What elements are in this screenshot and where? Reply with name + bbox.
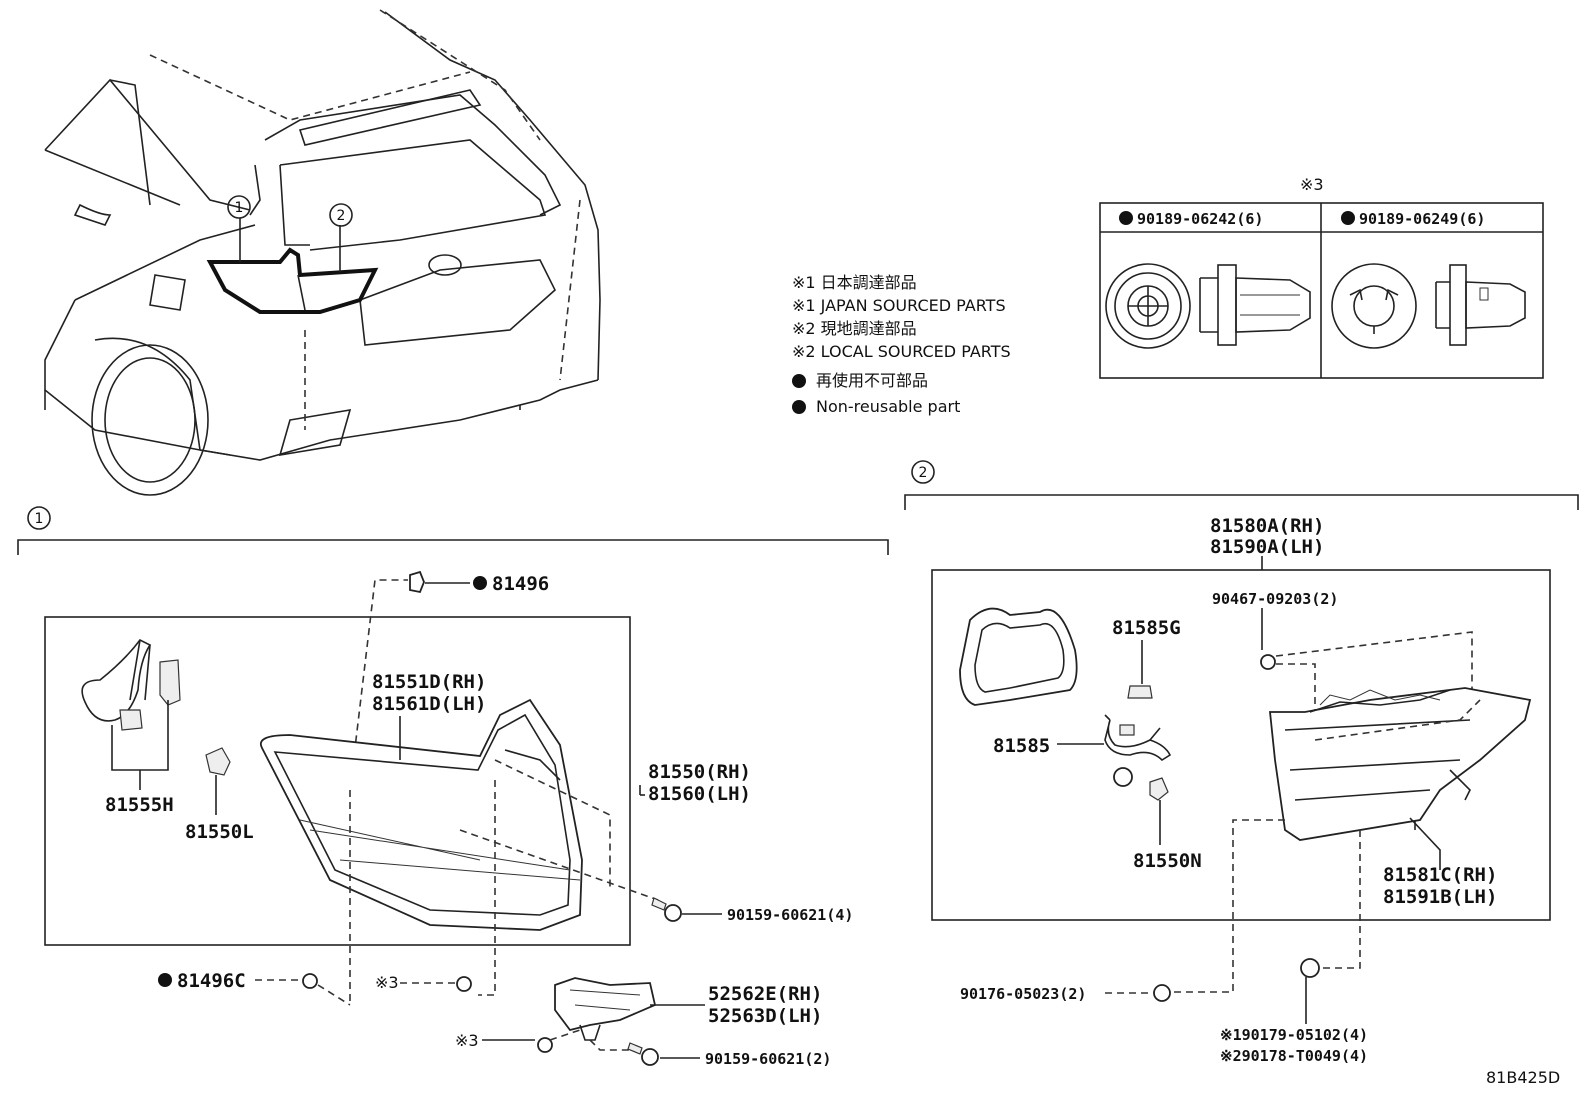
section-2-subassembly-box — [931, 569, 1551, 921]
non-reusable-dot-icon — [1341, 211, 1355, 225]
clip-left-front-view — [1105, 263, 1191, 349]
part-clip-note3-upper: ※3 — [375, 973, 472, 992]
non-reusable-dot-icon — [1119, 211, 1133, 225]
part-label-81591B[interactable]: 81591B(LH) — [1383, 886, 1497, 908]
part-81550-rear-combination-lamp — [260, 698, 583, 931]
part-label-81550-rh[interactable]: 81550(RH) — [648, 761, 751, 783]
part-label-81585[interactable]: 81585 — [993, 735, 1050, 757]
part-label-90159-60621-2[interactable]: 90159-60621(2) — [705, 1050, 831, 1068]
part-label-81555H[interactable]: 81555H — [105, 794, 174, 816]
legend-note-2-jp: ※2 現地調達部品 — [792, 319, 917, 338]
callout-2-section — [911, 460, 935, 484]
clip-right-front-view — [1331, 263, 1417, 349]
part-90176-clip: 90176-05023(2) — [960, 819, 1285, 1003]
part-label-52563D[interactable]: 52563D(LH) — [708, 1005, 822, 1027]
legend-non-reusable-en: Non-reusable part — [816, 397, 960, 416]
part-label-81550N[interactable]: 81550N — [1133, 850, 1202, 872]
non-reusable-dot-icon — [473, 576, 487, 590]
svg-text:2: 2 — [919, 465, 928, 481]
part-label-81560-lh[interactable]: 81560(LH) — [648, 783, 751, 805]
part-label-81580A[interactable]: 81580A(RH) — [1210, 515, 1324, 537]
legend: ※1 日本調達部品 ※1 JAPAN SOURCED PARTS ※2 現地調達… — [792, 273, 1011, 416]
part-label-90159-60621-4[interactable]: 90159-60621(4) — [727, 906, 853, 924]
part-label-81550L[interactable]: 81550L — [185, 821, 254, 843]
section-1: 1 81496 81555H 81550L — [17, 506, 889, 1068]
clip-right-part-number[interactable]: 90189-06249(6) — [1359, 210, 1485, 228]
part-clip-note3-lower: ※3 — [455, 1029, 581, 1053]
vehicle-rear-illustration — [44, 9, 601, 496]
section-1-subassembly-box — [44, 616, 631, 946]
part-label-81496C[interactable]: 81496C — [177, 970, 246, 992]
figure-id: 81B425D — [1486, 1068, 1560, 1087]
part-gasket — [959, 607, 1078, 706]
callout-2-top: 2 — [329, 203, 353, 227]
legend-non-reusable-jp: 再使用不可部品 — [816, 371, 928, 390]
part-label-90179-05102[interactable]: ※190179-05102(4) — [1220, 1026, 1368, 1044]
part-81585-harness: 81585 — [993, 714, 1172, 762]
part-90159-screw-2: 90159-60621(2) — [589, 1039, 831, 1068]
non-reusable-dot-icon — [792, 400, 806, 414]
legend-note-1-jp: ※1 日本調達部品 — [792, 273, 917, 292]
callout-1-top: 1 — [227, 195, 251, 219]
part-label-90178-T0049[interactable]: ※290178-T0049(4) — [1220, 1047, 1368, 1065]
part-81555H-harness: 81555H — [81, 638, 181, 816]
callout-1-section — [27, 506, 51, 530]
part-90159-screw-4: 90159-60621(4) — [651, 897, 853, 924]
part-label-90176-05023[interactable]: 90176-05023(2) — [960, 985, 1086, 1003]
part-81550L-socket: 81550L — [185, 747, 254, 843]
part-81496-grommet: 81496 — [349, 570, 549, 791]
part-52562E-bracket: 52562E(RH) 52563D(LH) — [554, 977, 822, 1041]
section-2: 2 81580A(RH) 81590A(LH) 81585G 81585 8 — [904, 460, 1579, 1065]
part-label-81590A[interactable]: 81590A(LH) — [1210, 536, 1324, 558]
part-label-52562E[interactable]: 52562E(RH) — [708, 983, 822, 1005]
svg-text:2: 2 — [337, 208, 346, 224]
part-label-81581C[interactable]: 81581C(RH) — [1383, 864, 1497, 886]
part-label-81585G[interactable]: 81585G — [1112, 617, 1181, 639]
part-81581C-back-door-lamp — [1269, 687, 1532, 841]
clip-left-side-view — [1199, 264, 1311, 346]
part-label-81496[interactable]: 81496 — [492, 573, 549, 595]
part-81496C-cushion: 81496C — [158, 970, 351, 1006]
svg-text:1: 1 — [35, 511, 44, 527]
non-reusable-dot-icon — [792, 374, 806, 388]
note-3-label-a: ※3 — [375, 973, 399, 992]
part-90179-screw: ※190179-05102(4) ※290178-T0049(4) — [1220, 830, 1368, 1065]
legend-note-2-en: ※2 LOCAL SOURCED PARTS — [792, 342, 1011, 361]
note-3-label-b: ※3 — [455, 1031, 479, 1050]
non-reusable-dot-icon — [158, 973, 172, 987]
svg-text:1: 1 — [235, 200, 244, 216]
clip-box-title: ※3 — [1300, 175, 1324, 194]
part-label-81561D[interactable]: 81561D(LH) — [372, 693, 486, 715]
legend-note-1-en: ※1 JAPAN SOURCED PARTS — [792, 296, 1006, 315]
part-81585G-bulb — [1127, 685, 1153, 699]
part-label-81551D[interactable]: 81551D(RH) — [372, 671, 486, 693]
part-81550N-socket: 81550N — [1113, 767, 1202, 872]
clip-right-side-view — [1435, 264, 1526, 346]
part-label-90467-09203[interactable]: 90467-09203(2) — [1212, 590, 1338, 608]
clip-box: ※3 90189-06242(6) 90189-06249(6) — [1099, 175, 1544, 379]
clip-left-part-number[interactable]: 90189-06242(6) — [1137, 210, 1263, 228]
